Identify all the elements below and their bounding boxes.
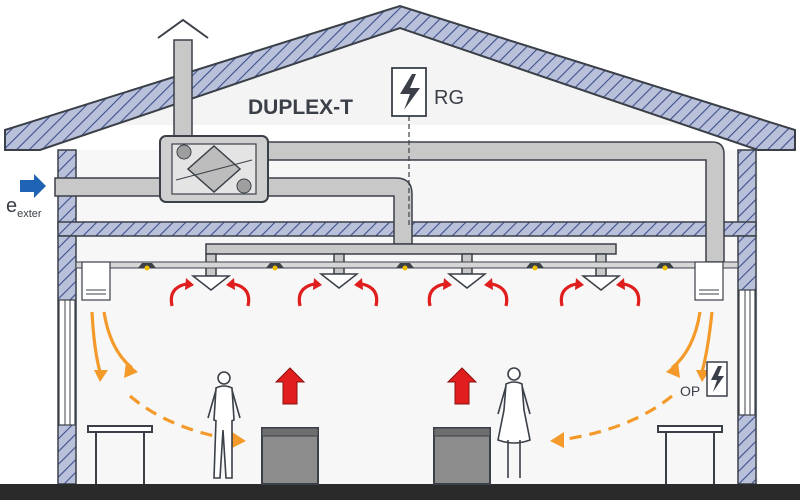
controller-rg — [391, 67, 427, 228]
fresh-air-arrow-icon — [20, 174, 46, 198]
diffuser — [446, 273, 488, 289]
operating-panel-op — [706, 361, 728, 397]
extract-duct — [261, 141, 725, 263]
ceiling-lights — [138, 263, 674, 271]
person-woman — [497, 367, 531, 478]
fresh-air-duct — [54, 177, 166, 197]
red-curved-arrow-icon — [233, 282, 251, 307]
right-table — [657, 425, 723, 484]
floor — [0, 484, 800, 500]
red-curved-arrow-icon — [623, 282, 641, 307]
diffuser — [318, 273, 360, 289]
lightning-bolt-icon — [711, 366, 724, 392]
extract-grilles — [81, 261, 724, 301]
supply-distribution-duct — [205, 243, 617, 255]
left-table — [87, 425, 153, 484]
diffuser — [580, 275, 622, 291]
extract-grille — [694, 261, 724, 301]
red-curved-arrow-icon — [491, 282, 509, 307]
left-heater — [261, 427, 319, 485]
diffuser — [190, 275, 232, 291]
red-curved-arrow-icon — [427, 282, 445, 307]
orange-dashed-arrow-icon — [559, 394, 674, 442]
lightning-bolt-icon — [400, 74, 420, 110]
extract-grille — [81, 261, 111, 301]
fan-icon — [236, 178, 252, 194]
red-curved-arrow-icon — [361, 282, 379, 307]
person-man — [207, 371, 241, 479]
right-heater — [433, 427, 491, 485]
left-window — [58, 299, 76, 426]
supply-diffusers — [190, 273, 622, 291]
panel-label: OP — [680, 383, 700, 399]
red-curved-arrow-icon — [169, 282, 187, 307]
chimney-cap — [157, 18, 209, 39]
orange-dashed-arrow-icon — [700, 311, 714, 373]
right-upper-wall — [737, 149, 757, 231]
unit-name-label: DUPLEX-T — [248, 96, 353, 119]
red-curved-arrow-icon — [559, 282, 577, 307]
up-arrow-red-icon — [274, 367, 306, 405]
supply-air-arrows — [169, 282, 641, 307]
controller-label: RG — [434, 87, 464, 109]
fan-icon — [176, 144, 192, 160]
heat-exchanger-core — [186, 144, 242, 194]
exhaust-chimney — [173, 39, 193, 151]
orange-dashed-arrow-icon — [90, 311, 102, 373]
roof — [4, 4, 796, 151]
heat-recovery-unit — [159, 135, 269, 203]
right-window — [738, 289, 756, 416]
up-arrow-red-icon — [446, 367, 478, 405]
outside-air-label: eexter — [6, 195, 42, 220]
red-curved-arrow-icon — [297, 282, 315, 307]
duct-network — [54, 141, 725, 277]
supply-duct — [261, 177, 413, 245]
